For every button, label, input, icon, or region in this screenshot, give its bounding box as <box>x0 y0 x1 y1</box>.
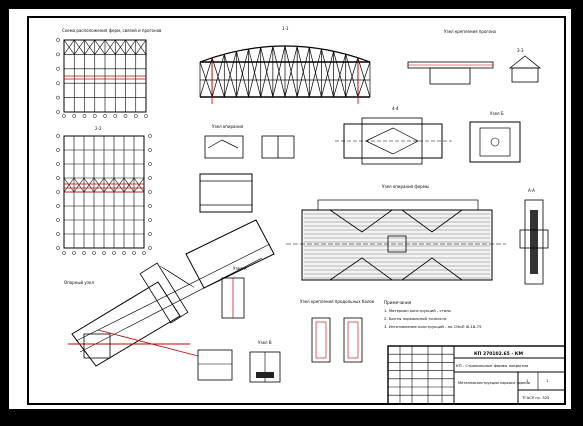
sheet-frame <box>27 16 566 405</box>
node-v-title: Узел В <box>258 340 272 345</box>
node-truss: Узел опирания фермы <box>286 184 506 281</box>
sec-3-3-label: 3-3 <box>517 48 524 53</box>
node-bottom-mid: Узел крепления продольных балок <box>300 299 375 363</box>
section-a-a: А-А <box>519 188 549 285</box>
notes-line-3: 3. Изготовление конструкций - по СНиП II… <box>384 324 482 329</box>
stamp-title: Металлоконструкции каркаса здания <box>458 381 530 385</box>
node-upper: Узел опирания <box>199 124 295 213</box>
sec-1-1-title: 1-1 <box>282 26 289 31</box>
stamp-sheets: 1 <box>546 379 548 383</box>
node-a: Узел А <box>197 266 247 381</box>
plan-mid-left: 2-2 <box>56 126 152 255</box>
node-top-right: Узел крепления прогона 3-3 <box>407 29 542 85</box>
node-upper-title: Узел опирания <box>212 124 244 129</box>
node-b: Узел Б <box>469 111 521 163</box>
node-top-right-title: Узел крепления прогона <box>444 29 497 34</box>
node-a-title: Узел А <box>233 266 247 271</box>
notes-header: Примечания <box>384 300 412 305</box>
section-1-1: 1-1 <box>199 26 371 104</box>
notes-line-1: 1. Материал конструкций - сталь <box>384 308 452 313</box>
section-4-4: 4-4 <box>335 106 452 165</box>
notes-line-2: 2. Болты нормальной точности <box>384 316 447 321</box>
support-title: Опорный узел <box>64 280 94 285</box>
sec-a-a-title: А-А <box>528 188 535 193</box>
notes: Примечания 1. Материал конструкций - ста… <box>384 300 482 329</box>
stamp-project: КП - Стропильные фермы покрытия <box>456 363 528 368</box>
node-b-title: Узел Б <box>490 111 504 116</box>
node-bottom-mid-title: Узел крепления продольных балок <box>300 299 375 304</box>
node-truss-title: Узел опирания фермы <box>382 184 429 189</box>
stamp-org: ТГАСУ гр. 325 <box>521 395 550 400</box>
title-block: КП 270102.65 - КМ КП - Стропильные фермы… <box>387 345 566 405</box>
support-node: Опорный узел <box>64 219 275 367</box>
plan-top-title: Схема расположения ферм, связей и прогон… <box>62 28 162 33</box>
sec-4-4-title: 4-4 <box>392 106 399 111</box>
plan-top-left: Схема расположения ферм, связей и прогон… <box>56 28 162 118</box>
node-v: Узел В <box>249 340 281 383</box>
stamp-code: КП 270102.65 - КМ <box>474 351 523 357</box>
sec-2-2-title: 2-2 <box>95 126 102 131</box>
stamp-sheet: 1 <box>526 379 528 383</box>
